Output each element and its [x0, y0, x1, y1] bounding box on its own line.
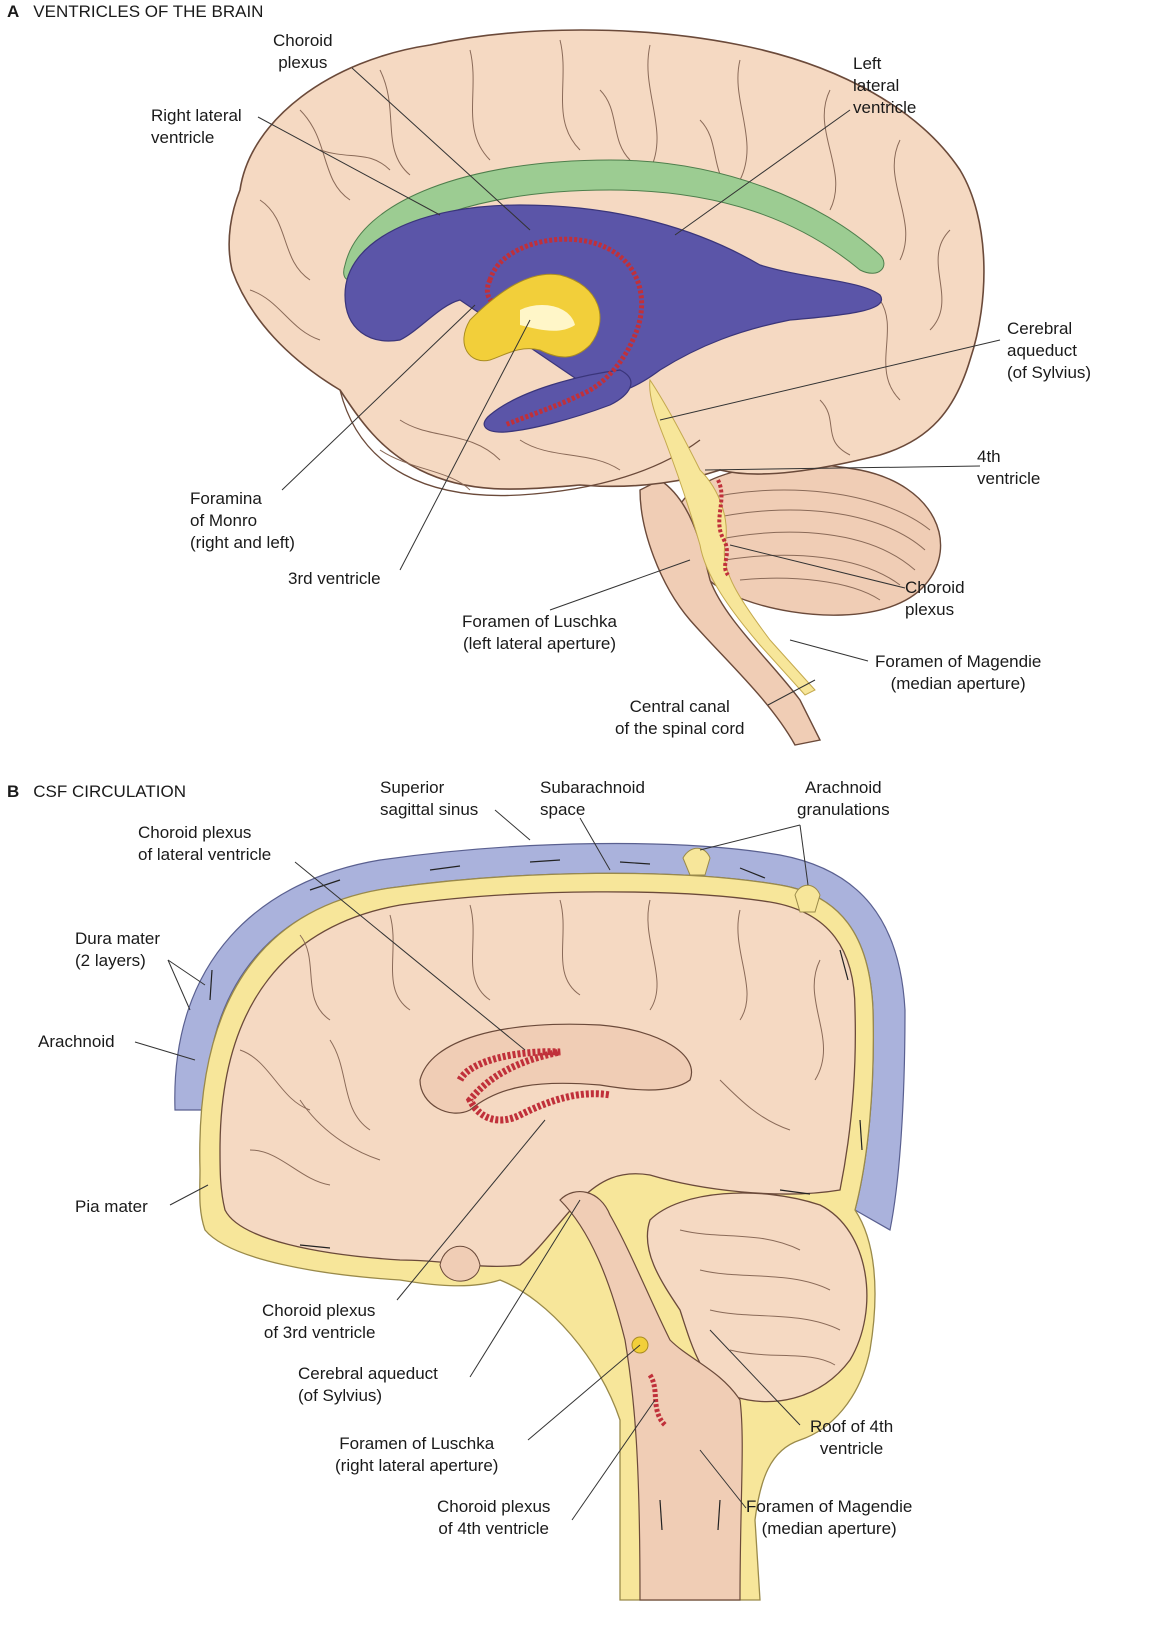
panel-b-letter: B: [7, 782, 20, 801]
corpus-callosum: [419, 1023, 693, 1114]
label-fourth-ventricle: 4th ventricle: [977, 447, 1041, 488]
label-cerebral-aqueduct: Cerebral aqueduct (of Sylvius): [1007, 319, 1092, 382]
label-choroid-plexus-third: Choroid plexus of 3rd ventricle: [262, 1301, 376, 1342]
panel-b-leaders: [134, 809, 809, 1521]
brainstem-b: [559, 1191, 743, 1601]
label-choroid-plexus-fourth: Choroid plexus of 4th ventricle: [437, 1497, 551, 1538]
aqueduct-path: [649, 378, 816, 696]
label-subarachnoid-space: Subarachnoid space: [540, 778, 645, 819]
fourth-plexus-b: [647, 1373, 667, 1427]
flow-arrows: [209, 859, 863, 1531]
pituitary: [439, 1245, 481, 1282]
fourth-ventricle-plexus: [716, 479, 730, 577]
label-roof-fourth: Roof of 4th ventricle: [810, 1417, 894, 1458]
label-foramen-luschka-b: Foramen of Luschka (right lateral apertu…: [335, 1434, 499, 1475]
granulation-2: [794, 884, 821, 913]
label-dura-mater: Dura mater (2 layers): [75, 929, 161, 970]
label-left-lateral-ventricle: Left lateral ventricle: [853, 54, 917, 117]
label-right-lateral-ventricle: Right lateral ventricle: [151, 106, 242, 147]
panel-b-heading: B CSF CIRCULATION: [7, 782, 186, 802]
label-cerebral-aqueduct-b: Cerebral aqueduct (of Sylvius): [298, 1364, 438, 1405]
label-foramen-luschka: Foramen of Luschka (left lateral apertur…: [462, 612, 617, 653]
panel-a-brain: [228, 29, 985, 746]
label-central-canal: Central canal of the spinal cord: [615, 697, 745, 738]
label-foramen-magendie-b: Foramen of Magendie (median aperture): [746, 1497, 913, 1538]
panel-b-title: CSF CIRCULATION: [33, 782, 186, 801]
label-choroid-plexus-top: Choroid plexus: [273, 31, 333, 72]
panel-a-title: VENTRICLES OF THE BRAIN: [33, 2, 264, 21]
panel-b-section: [174, 842, 906, 1601]
panel-a-letter: A: [7, 2, 20, 21]
panel-a-heading: A VENTRICLES OF THE BRAIN: [7, 2, 263, 22]
cerebellum-b: [646, 1192, 868, 1403]
choroid-lateral-band: [456, 1048, 611, 1124]
lateral-ventricle: [344, 204, 883, 396]
label-third-ventricle: 3rd ventricle: [288, 569, 381, 588]
panel-a-leaders: [257, 67, 1001, 706]
label-choroid-plexus-lateral: Choroid plexus of lateral ventricle: [138, 823, 272, 864]
label-choroid-plexus-cerebellum: Choroid plexus: [905, 578, 965, 619]
label-arachnoid: Arachnoid: [38, 1032, 115, 1051]
label-foramina-monro: Foramina of Monro (right and left): [190, 489, 295, 552]
label-superior-sagittal-sinus: Superior sagittal sinus: [380, 778, 479, 819]
choroid-plexus-ring: [487, 236, 644, 428]
label-foramen-magendie: Foramen of Magendie (median aperture): [875, 652, 1042, 693]
label-pia-mater: Pia mater: [75, 1197, 148, 1216]
label-arachnoid-granulations: Arachnoid granulations: [797, 778, 890, 819]
